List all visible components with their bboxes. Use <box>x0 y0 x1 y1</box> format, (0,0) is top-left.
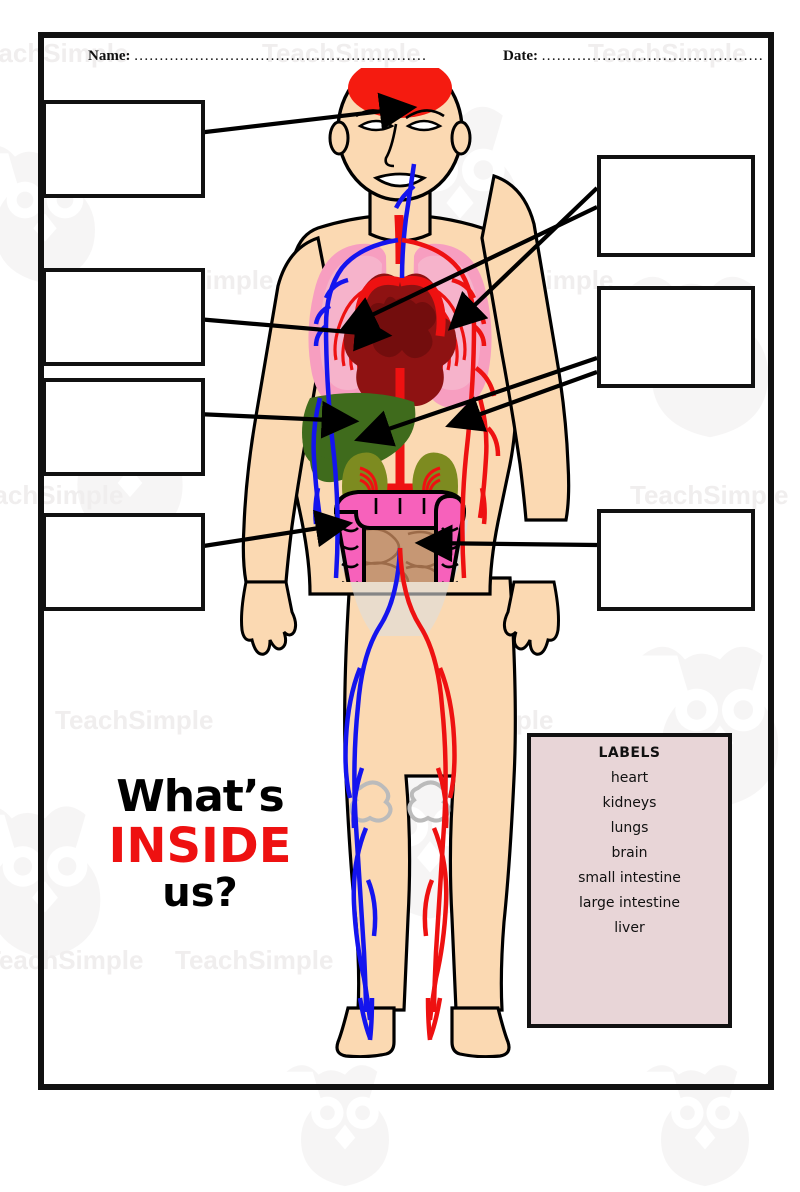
name-label: Name: <box>88 48 131 64</box>
worksheet-title: What’s INSIDE us? <box>85 771 315 916</box>
arrow-to-brain <box>196 92 418 136</box>
arrow-to-heart <box>196 313 393 352</box>
answer-box-right-2[interactable] <box>597 286 755 388</box>
name-blank-line: ........................................… <box>134 48 428 64</box>
label-word-liver[interactable]: liver <box>614 920 645 936</box>
arrow-to-liver <box>196 400 360 439</box>
label-word-heart[interactable]: heart <box>610 770 649 786</box>
arrow-to-right-lung <box>447 186 599 331</box>
answer-box-left-1[interactable] <box>42 100 205 198</box>
name-field[interactable]: Name: ..................................… <box>88 48 427 65</box>
worksheet-border <box>38 32 774 1090</box>
label-word-brain[interactable]: brain <box>611 845 648 861</box>
arrow-to-right-kidney <box>445 370 598 432</box>
arrow-to-large-intestine <box>196 509 354 550</box>
answer-box-left-3[interactable] <box>42 378 205 476</box>
title-line-2: INSIDE <box>108 817 292 874</box>
answer-box-left-4[interactable] <box>42 513 205 611</box>
date-label: Date: <box>503 48 538 64</box>
label-word-kidneys[interactable]: kidneys <box>602 795 657 811</box>
labels-word-bank: LABELS heart kidneys lungs brain small i… <box>527 733 732 1028</box>
title-line-3: us? <box>162 869 238 916</box>
label-word-small-intestine[interactable]: small intestine <box>578 870 681 886</box>
answer-box-right-3[interactable] <box>597 509 755 611</box>
label-word-lungs[interactable]: lungs <box>610 820 649 836</box>
answer-box-right-1[interactable] <box>597 155 755 257</box>
worksheet-header: Name: ..................................… <box>38 32 764 84</box>
arrow-to-left-kidney <box>354 356 598 447</box>
date-field[interactable]: Date: ..................................… <box>503 48 764 65</box>
labels-heading: LABELS <box>598 745 661 761</box>
title-line-1: What’s <box>116 771 285 822</box>
answer-box-left-2[interactable] <box>42 268 205 366</box>
pointer-arrows <box>196 92 599 563</box>
arrow-to-small-intestine <box>414 524 598 563</box>
label-word-large-intestine[interactable]: large intestine <box>579 895 680 911</box>
date-blank-line: ........................................… <box>541 48 764 64</box>
